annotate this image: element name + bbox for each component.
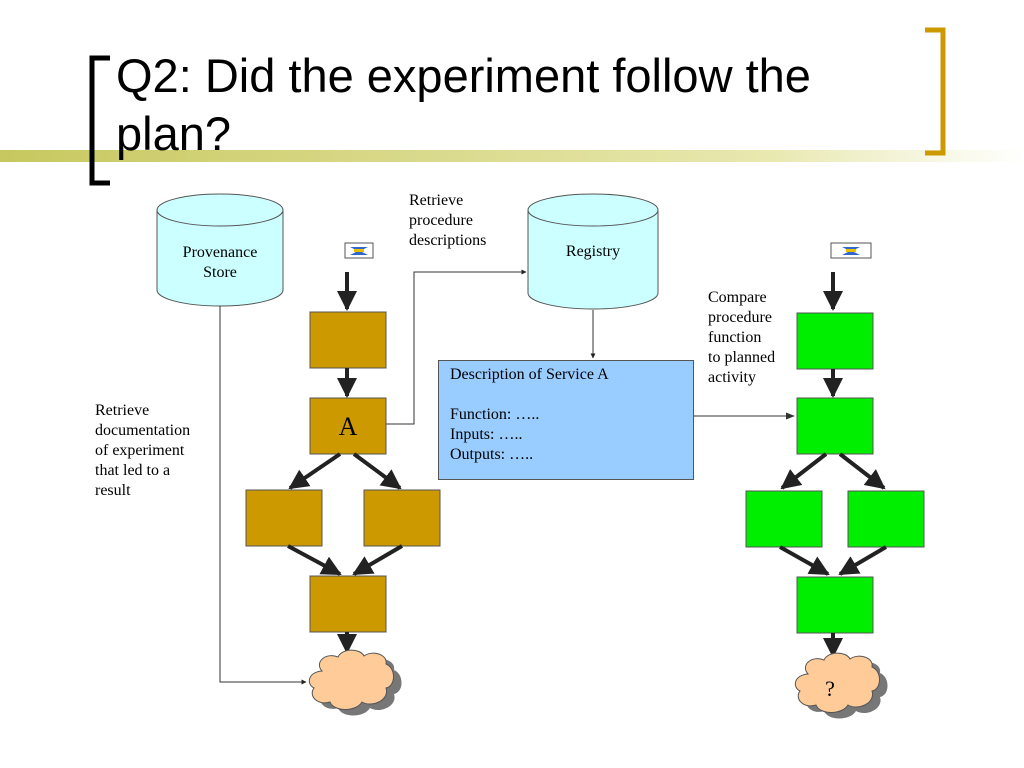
right-result-cloud	[794, 652, 888, 719]
left-input-icon	[344, 242, 374, 259]
compare-procedure-line-4: to planned	[708, 349, 776, 366]
right-input-icon	[830, 242, 872, 259]
retrieve-procedure-line-2: procedure	[409, 212, 473, 229]
retrieve-documentation-line-2: documentation	[95, 422, 191, 439]
right-box-merge	[796, 576, 874, 634]
unknown-result-label: ?	[825, 676, 835, 701]
right-workflow	[745, 242, 925, 719]
provenance-store-cylinder	[156, 193, 284, 307]
description-function: Function: …..	[450, 406, 540, 423]
description-spacer	[450, 385, 682, 405]
retrieve-procedure-line-1: Retrieve	[409, 192, 464, 209]
retrieve-documentation-line-4: that led to a	[95, 462, 171, 479]
provenance-store-label-line-2: Store	[203, 264, 237, 281]
compare-procedure-line-5: activity	[708, 369, 756, 386]
retrieve-procedure-label: Retrieve procedure descriptions	[409, 191, 486, 251]
left-box-a	[309, 397, 387, 455]
slide-title: Q2: Did the experiment follow the plan?	[116, 47, 916, 163]
service-a-to-registry-connector	[386, 269, 527, 425]
registry-label: Registry	[565, 243, 621, 260]
description-outputs: Outputs: …..	[450, 446, 534, 463]
compare-procedure-label: Compare procedure function to planned ac…	[708, 288, 775, 388]
slide-title-line-2: plan?	[116, 107, 231, 160]
service-description-box: Description of Service A Function: ….. I…	[438, 360, 694, 480]
left-box-branch-1	[245, 489, 323, 547]
left-bracket	[89, 55, 110, 186]
service-a-label: A	[338, 412, 358, 441]
left-result-cloud	[308, 649, 402, 716]
provenance-store-label-line-1: Provenance	[182, 244, 258, 261]
left-box-branch-2	[363, 489, 441, 547]
provenance-to-result-connector	[219, 306, 307, 685]
retrieve-documentation-line-1: Retrieve	[95, 402, 150, 419]
compare-procedure-line-1: Compare	[708, 289, 767, 306]
description-title: Description of Service A	[450, 366, 609, 383]
registry-cylinder	[527, 193, 659, 310]
left-box-merge	[309, 575, 387, 633]
compare-procedure-line-2: procedure	[708, 309, 772, 326]
right-box-branch-1	[745, 490, 823, 548]
retrieve-documentation-line-5: result	[95, 482, 131, 499]
slide-title-line-1: Q2: Did the experiment follow the	[116, 49, 811, 102]
right-bracket	[925, 27, 946, 156]
retrieve-procedure-line-3: descriptions	[409, 232, 487, 249]
compare-procedure-line-3: function	[708, 329, 762, 346]
right-box-branch-2	[847, 490, 925, 548]
left-box-1	[309, 311, 387, 369]
description-inputs: Inputs: …..	[450, 426, 523, 443]
right-box-2	[796, 397, 874, 455]
title-rule	[0, 150, 1024, 162]
retrieve-documentation-line-3: of experiment	[95, 442, 185, 459]
retrieve-documentation-label: Retrieve documentation of experiment tha…	[95, 401, 190, 501]
provenance-store-label: Provenance Store	[157, 243, 283, 283]
left-workflow	[245, 242, 441, 716]
right-box-1	[796, 312, 874, 370]
